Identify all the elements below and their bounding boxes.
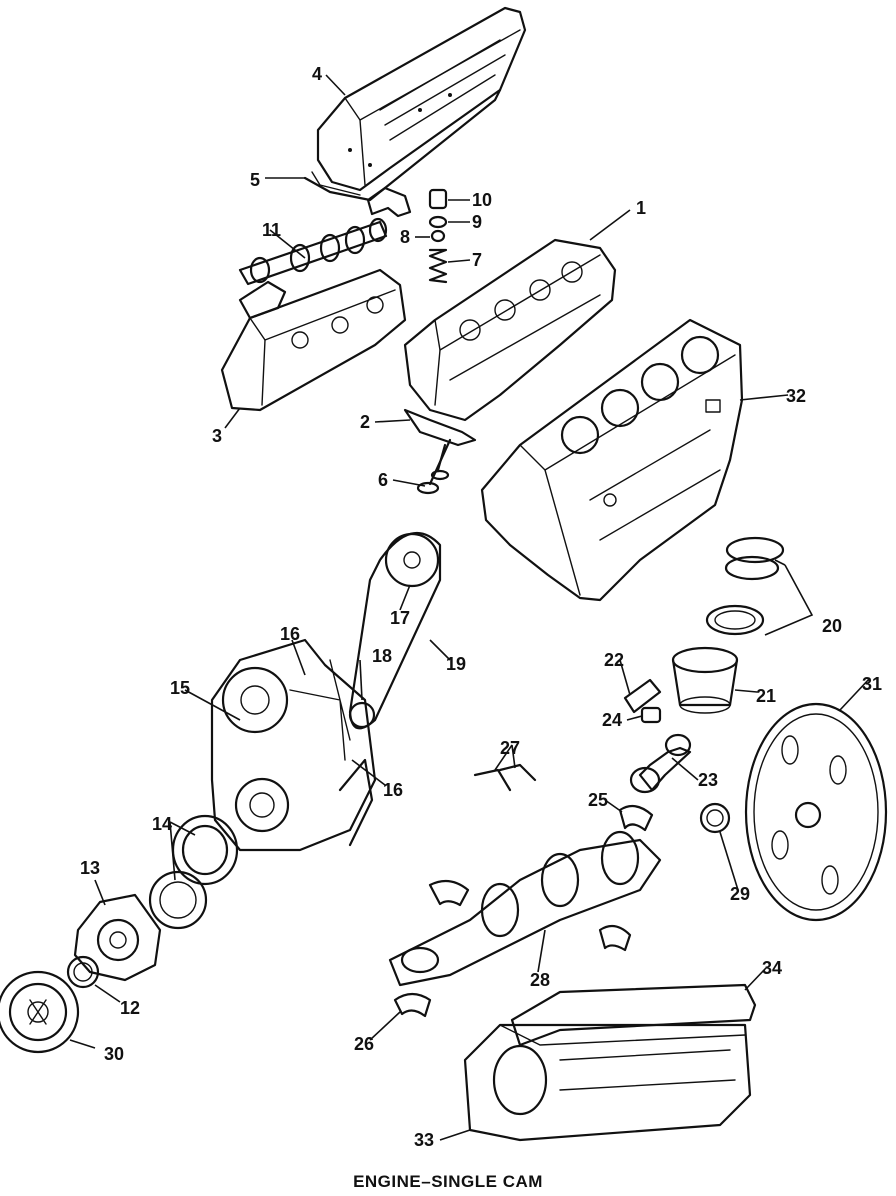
callout-2: 2 [360,412,370,432]
callout-4: 4 [312,64,322,84]
callout-14: 14 [152,814,172,834]
thrust-bearings [473,763,537,792]
cam-carrier [220,268,407,412]
callout-32: 32 [786,386,806,406]
main-bearing [393,992,432,1018]
callout-22: 22 [604,650,624,670]
callout-13: 13 [80,858,100,878]
callout-5: 5 [250,170,260,190]
callout-19: 19 [446,654,466,674]
crankshaft [388,830,662,987]
callout-20: 20 [822,616,842,636]
diagram-caption: ENGINE–SINGLE CAM [353,1172,543,1191]
cylinder-head [403,238,617,422]
crank-pulley [0,970,80,1054]
valve-train-parts [428,188,448,284]
engine-block [480,318,744,602]
callout-31: 31 [862,674,882,694]
callout-24: 24 [602,710,622,730]
valve [416,438,452,495]
callout-9: 9 [472,212,482,232]
cam-cover [316,6,527,192]
callout-15: 15 [170,678,190,698]
flywheel [744,702,888,922]
front-seal [148,814,239,930]
head-gasket [403,408,477,447]
callout-21: 21 [756,686,776,706]
callout-16-lower: 16 [383,780,403,800]
piston-pin [623,678,662,714]
callout-7: 7 [472,250,482,270]
callout-8: 8 [400,227,410,247]
timing-chain [348,531,442,730]
callout-28: 28 [530,970,550,990]
callout-12: 12 [120,998,140,1018]
callout-3: 3 [212,426,222,446]
leader-lines [69,74,871,1141]
callout-6: 6 [378,470,388,490]
oil-pump [73,893,162,982]
piston-rings [705,536,785,636]
connecting-rod [629,733,692,794]
cover-gasket [303,88,502,202]
callout-23: 23 [698,770,718,790]
rear-seal [699,802,731,834]
timing-cover [210,638,377,852]
callout-18: 18 [372,646,392,666]
callout-1: 1 [636,198,646,218]
rod-bearing [618,804,654,832]
callout-29: 29 [730,884,750,904]
callout-16-upper: 16 [280,624,300,644]
callout-11: 11 [262,220,281,240]
callout-25: 25 [588,790,608,810]
callout-27: 27 [500,738,520,758]
piston [671,646,739,714]
oil-pan-gasket [510,983,757,1047]
rod-bushing [640,706,662,724]
cam-bracket [366,186,412,218]
callout-30: 30 [104,1044,124,1064]
callout-26: 26 [354,1034,374,1054]
pump-seal [66,955,100,989]
callout-10: 10 [472,190,492,210]
callout-33: 33 [414,1130,434,1150]
oil-pan [463,1023,752,1142]
callout-labels: 1 2 3 4 5 6 7 8 9 10 11 12 13 14 15 16 1… [80,64,882,1150]
callout-17: 17 [390,608,410,628]
callout-34: 34 [762,958,782,978]
camshaft [238,217,388,286]
